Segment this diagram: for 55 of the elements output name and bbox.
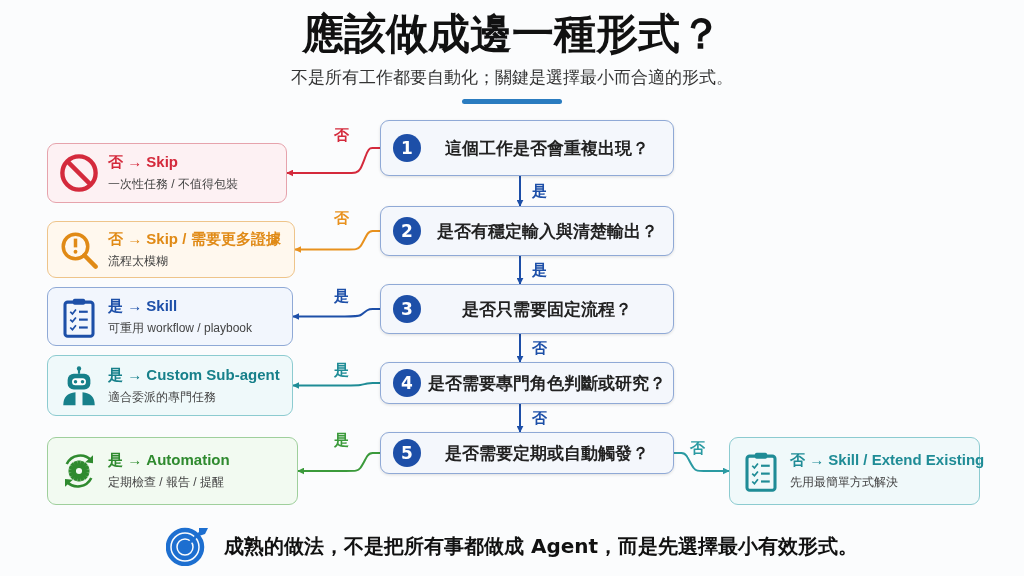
edge-label: 否: [530, 339, 549, 357]
step-number: 4: [393, 369, 421, 397]
edge-label: 是: [332, 431, 351, 449]
outcome-box: [47, 355, 293, 416]
edge-label: 否: [332, 209, 351, 227]
outcome-heading: 是 → Automation: [108, 451, 230, 470]
outcome-note: 適合委派的專門任務: [108, 388, 217, 406]
question-box: [380, 206, 674, 256]
arrow: [292, 382, 381, 389]
outcome-box: [47, 287, 293, 346]
question-box: [380, 120, 674, 176]
edge-label: 是: [530, 261, 549, 279]
question-text: 這個工作是否會重複出現？: [444, 136, 650, 160]
title: 應該做成邊一種形式？: [301, 8, 723, 60]
edge-label: 是: [332, 287, 351, 305]
arrow: [294, 230, 381, 253]
subtitle: 不是所有工作都要自動化；關鍵是選擇最小而合適的形式。: [290, 66, 734, 89]
edge-label: 否: [530, 409, 549, 427]
outcome-box: [47, 221, 295, 278]
step-number: 2: [393, 217, 421, 245]
arrow: [516, 255, 524, 285]
step-number: 5: [393, 439, 421, 467]
outcome-heading: 是 → Skill: [108, 296, 179, 316]
outcome-heading: 否 → Skill / Extend Existing: [790, 451, 985, 470]
outcome-note: 一次性任務 / 不值得包裝: [108, 176, 238, 193]
arrow: [292, 308, 381, 320]
arrow: [516, 403, 524, 433]
edge-label: 是: [530, 182, 549, 200]
question-text: 是否需要專門角色判斷或研究？: [427, 371, 667, 395]
edge-label: 否: [332, 126, 351, 144]
outcome-box: [47, 437, 298, 505]
outcome-note: 可重用 workflow / playbook: [108, 319, 253, 337]
outcome-note: 流程太模糊: [108, 252, 169, 270]
arrow: [673, 452, 730, 475]
question-box: [380, 284, 674, 334]
outcome-note: 先用最簡單方式解決: [790, 474, 899, 491]
question-box: [380, 362, 674, 404]
arrow: [516, 333, 524, 363]
step-number: 3: [393, 295, 421, 323]
question-box: [380, 432, 674, 474]
caption: 成熟的做法，不是把所有事都做成 Agent，而是先選擇最小有效形式。: [223, 532, 859, 560]
arrow: [516, 175, 524, 207]
arrow: [286, 147, 381, 177]
outcome-box: [47, 143, 287, 203]
question-text: 是否有穩定輸入與清楚輸出？: [435, 219, 659, 243]
edge-label: 否: [688, 439, 707, 457]
outcome-heading: 是 → Custom Sub-agent: [108, 365, 280, 385]
outcome-note: 定期檢查 / 報告 / 提醒: [108, 474, 225, 491]
outcome-heading: 否 → Skip / 需要更多證據: [108, 229, 281, 249]
outcome-heading: 否 → Skip: [108, 153, 179, 172]
edge-label: 是: [332, 361, 351, 379]
question-text: 是否需要定期或自動觸發？: [444, 441, 650, 465]
step-number: 1: [393, 134, 421, 162]
arrow: [297, 452, 381, 475]
question-text: 是否只需要固定流程？: [461, 297, 633, 321]
